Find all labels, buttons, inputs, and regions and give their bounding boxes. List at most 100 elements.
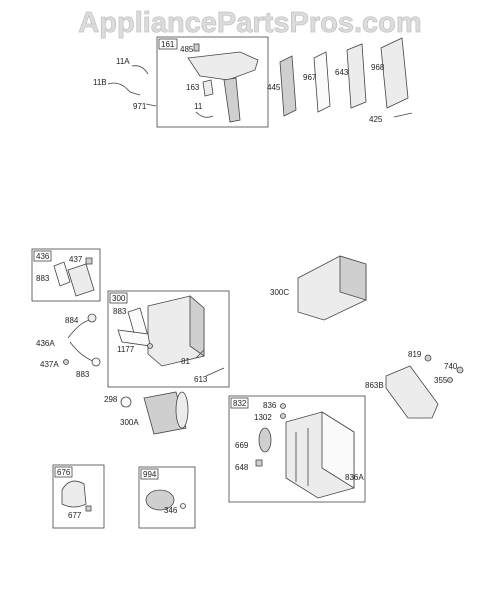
group-994: 994 xyxy=(138,466,196,529)
label-355: 355 xyxy=(434,376,448,385)
label-669: 669 xyxy=(235,441,249,450)
group-832-tag: 832 xyxy=(233,399,247,408)
group-994-tag: 994 xyxy=(143,470,157,479)
label-740: 740 xyxy=(444,362,458,371)
label-883-c: 883 xyxy=(113,307,127,316)
label-968: 968 xyxy=(371,63,385,72)
intake-elbow-part[interactable] xyxy=(187,51,259,81)
group-300-frame xyxy=(107,290,230,388)
label-819: 819 xyxy=(408,350,422,359)
part-971-screw[interactable] xyxy=(145,103,157,107)
part-300A-muffler[interactable] xyxy=(143,391,187,435)
label-643: 643 xyxy=(335,68,349,77)
label-298: 298 xyxy=(104,395,118,404)
part-863B-bracket[interactable] xyxy=(385,365,439,419)
part-836A-guard-side[interactable] xyxy=(321,411,355,489)
label-425: 425 xyxy=(369,115,383,124)
group-994-tag-box xyxy=(140,468,159,480)
group-436-frame xyxy=(31,248,101,302)
part-436A-elbow-pipe[interactable] xyxy=(67,319,91,339)
label-300A: 300A xyxy=(120,418,139,427)
group-832-tag-box xyxy=(230,397,249,409)
part-669-gasket[interactable] xyxy=(258,427,272,453)
part-994-screen[interactable] xyxy=(145,489,175,511)
group-436: 436 xyxy=(31,248,101,302)
part-676-deflector[interactable] xyxy=(61,480,87,508)
part-883-gasket-b[interactable] xyxy=(91,357,101,367)
part-968-cover[interactable] xyxy=(380,37,409,109)
group-676: 676 xyxy=(52,464,105,529)
part-300A-muffler-end[interactable] xyxy=(175,391,189,429)
part-346-screw[interactable] xyxy=(180,503,186,509)
label-863B: 863B xyxy=(365,381,384,390)
label-648: 648 xyxy=(235,463,249,472)
part-81-screw[interactable] xyxy=(195,349,205,359)
part-436-muffler-pipe[interactable] xyxy=(67,263,95,297)
part-884-clamp[interactable] xyxy=(87,313,97,323)
label-677: 677 xyxy=(68,511,82,520)
part-883-gasket-a[interactable] xyxy=(53,261,71,287)
part-437A-screw[interactable] xyxy=(63,359,69,365)
label-971: 971 xyxy=(133,102,147,111)
group-161-frame xyxy=(156,36,269,128)
part-11A-hose[interactable] xyxy=(131,65,149,75)
label-613: 613 xyxy=(194,375,208,384)
label-437A: 437A xyxy=(40,360,59,369)
part-485-screw[interactable] xyxy=(193,43,200,52)
group-436-tag-box xyxy=(33,250,52,262)
part-163-gasket[interactable] xyxy=(202,79,214,97)
label-81: 81 xyxy=(181,357,190,366)
label-836A: 836A xyxy=(345,473,364,482)
label-883-a: 883 xyxy=(36,274,50,283)
intake-elbow-tube[interactable] xyxy=(223,77,241,123)
part-445-filter[interactable] xyxy=(279,55,297,117)
label-346: 346 xyxy=(164,506,178,515)
label-967: 967 xyxy=(303,73,317,82)
group-300-tag-box xyxy=(109,292,128,304)
part-677-screw[interactable] xyxy=(85,505,92,512)
group-161-tag-box xyxy=(158,38,178,50)
part-437-screw[interactable] xyxy=(85,257,93,265)
part-11B-hose[interactable] xyxy=(107,82,141,96)
group-832-frame xyxy=(228,395,366,503)
part-967-gasket[interactable] xyxy=(313,51,331,113)
part-436A-pipe-lower[interactable] xyxy=(69,341,97,363)
part-1177-screw[interactable] xyxy=(147,343,153,349)
part-613-bolt[interactable] xyxy=(205,367,225,377)
part-836-screw[interactable] xyxy=(280,403,286,409)
label-11: 11 xyxy=(194,102,203,111)
label-836: 836 xyxy=(263,401,277,410)
label-884: 884 xyxy=(65,316,79,325)
label-163: 163 xyxy=(186,83,200,92)
group-994-frame xyxy=(138,466,196,529)
part-355-screw[interactable] xyxy=(447,377,453,383)
label-1302: 1302 xyxy=(254,413,272,422)
part-300-muffler-side[interactable] xyxy=(189,295,205,357)
group-161-tag: 161 xyxy=(161,40,175,49)
group-832: 832 xyxy=(228,395,366,503)
group-300-tag: 300 xyxy=(112,294,126,303)
label-11A: 11A xyxy=(116,57,130,66)
group-676-frame xyxy=(52,464,105,529)
part-740-nut[interactable] xyxy=(456,366,464,374)
label-1177: 1177 xyxy=(117,345,135,354)
group-436-tag: 436 xyxy=(36,252,50,261)
part-425-bolt[interactable] xyxy=(393,112,413,118)
label-300C: 300C xyxy=(270,288,289,297)
part-643-cover-frame[interactable] xyxy=(346,43,367,109)
part-648-screw[interactable] xyxy=(255,459,263,467)
part-300C-guard-side[interactable] xyxy=(339,255,367,301)
label-883-b: 883 xyxy=(76,370,90,379)
group-676-tag: 676 xyxy=(57,468,71,477)
label-485: 485 xyxy=(180,45,194,54)
label-437: 437 xyxy=(69,255,83,264)
label-11B: 11B xyxy=(93,78,107,87)
group-676-tag-box xyxy=(54,466,73,478)
part-819-nut[interactable] xyxy=(424,354,432,362)
part-1302-screw[interactable] xyxy=(280,413,286,419)
label-445: 445 xyxy=(267,83,281,92)
part-11-hose[interactable] xyxy=(195,111,214,118)
group-300: 300 xyxy=(107,290,230,388)
part-298-gasket[interactable] xyxy=(120,396,132,408)
